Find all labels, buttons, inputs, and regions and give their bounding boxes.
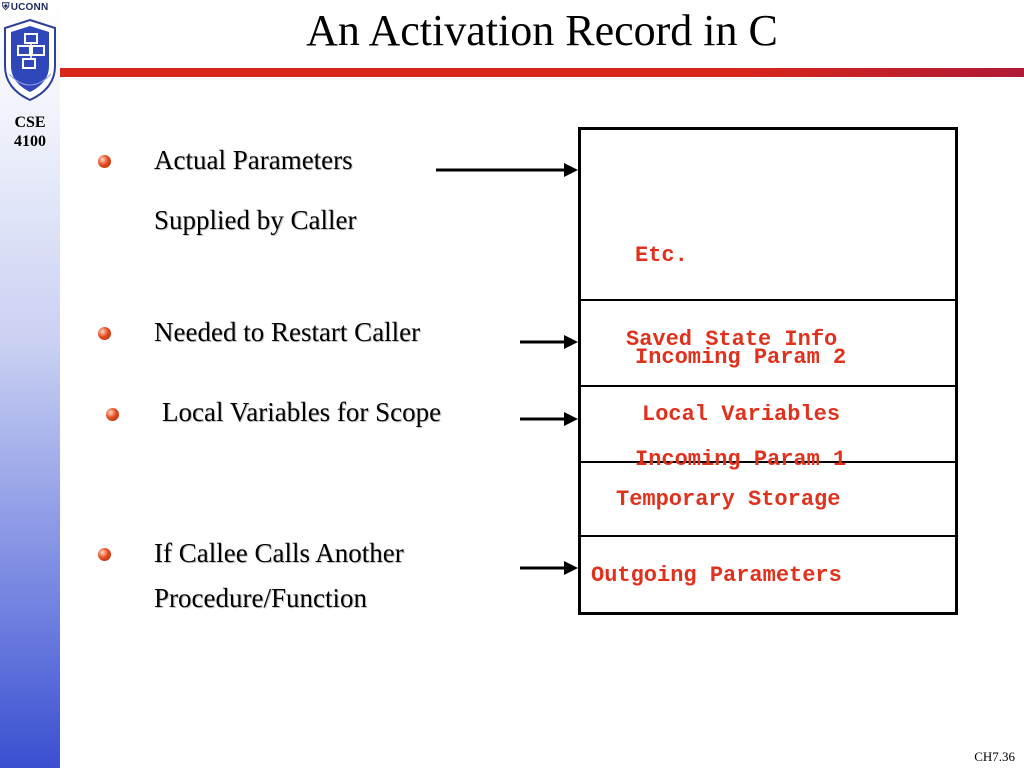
shield-icon: ⛨ [2,2,10,13]
incoming-params-section: Etc. Incoming Param 2 Incoming Param 1 [635,171,846,545]
bullet-local-variables: Local Variables for Scope [162,397,442,427]
bullet-restart-caller: Needed to Restart Caller [154,317,421,347]
arrow-icon [436,163,578,177]
slide-number: CH7.36 [974,749,1015,764]
incoming-param-2: Incoming Param 2 [635,345,847,370]
incoming-param-1: Incoming Param 1 [635,447,847,472]
bullet-callee-calls: If Callee Calls Another Procedure/Functi… [154,538,404,613]
bullet-actual-parameters: Actual Parameters Supplied by Caller [154,145,357,235]
section-divider [581,299,955,301]
saved-state-section: Saved State Info [626,327,838,352]
sidebar: ⛨UCONN CSE 4100 [0,0,60,768]
local-variables-section: Local Variables [642,402,841,427]
slide-title: An Activation Record in C [306,6,778,55]
department-logo [4,18,56,102]
section-divider [581,535,955,537]
section-divider [581,461,955,463]
university-label: ⛨UCONN [2,2,49,13]
section-divider [581,385,955,387]
arrow-icon [520,561,578,575]
title-underline [60,68,1024,77]
bullet-icon [98,327,111,340]
bullet-icon [106,408,119,421]
bullet-icon [98,155,111,168]
activation-record-box: Etc. Incoming Param 2 Incoming Param 1 S… [578,127,958,615]
outgoing-parameters-section: Outgoing Parameters [591,563,842,588]
temporary-storage-section: Temporary Storage [616,487,841,512]
arrow-icon [520,412,578,426]
arrow-icon [520,335,578,349]
course-label: CSE 4100 [14,114,46,150]
incoming-etc: Etc. [635,243,688,268]
bullet-icon [98,548,111,561]
